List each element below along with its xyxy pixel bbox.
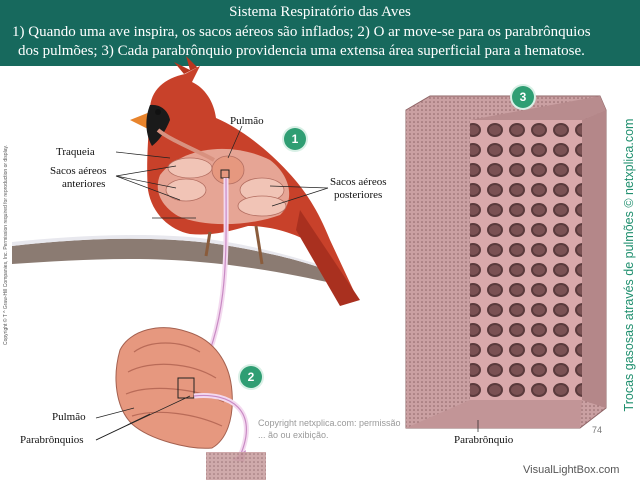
branch <box>12 235 336 284</box>
leader-lines <box>115 125 329 219</box>
label-sacos-posteriores-1: Sacos aéreos <box>330 176 387 188</box>
description-line-2: dos pulmões; 3) Cada parabrônquio provid… <box>18 43 585 59</box>
lung-detail <box>115 327 233 449</box>
step-badge-1: 1 <box>284 128 306 150</box>
label-sacos-anteriores-2: anteriores <box>62 178 106 190</box>
step-badge-2: 2 <box>240 366 262 388</box>
cardinal-bird <box>130 56 360 306</box>
header-banner: Sistema Respiratório das Aves 1) Quando … <box>0 0 640 66</box>
watermark-line-1: Copyright netxplica.com: permissão <box>258 418 401 428</box>
label-pulmao-top: Pulmão <box>230 115 264 127</box>
watermark-line-2: ... ão ou exibição. <box>258 430 329 440</box>
side-caption: Trocas gasosas através de pulmões © netx… <box>622 118 636 412</box>
parabronchus-block <box>405 95 607 429</box>
description-line-1: 1) Quando uma ave inspira, os sacos aére… <box>12 24 591 40</box>
label-pulmao-bottom: Pulmão <box>52 411 86 423</box>
slide-title: Sistema Respiratório das Aves <box>229 4 411 20</box>
page-number: 74 <box>592 425 603 435</box>
copyright-vertical: Copyright © T ^ Graw-Hill Companies, Inc… <box>3 145 9 345</box>
label-sacos-anteriores-1: Sacos aéreos <box>50 165 107 177</box>
label-sacos-posteriores-2: posteriores <box>334 189 383 201</box>
step-badge-3: 3 <box>512 86 534 108</box>
label-parabronquios: Parabrônquios <box>20 434 84 446</box>
label-traqueia: Traqueia <box>56 146 95 158</box>
footer-brand: VisualLightBox.com <box>523 464 620 476</box>
label-parabronquio: Parabrônquio <box>454 434 514 446</box>
